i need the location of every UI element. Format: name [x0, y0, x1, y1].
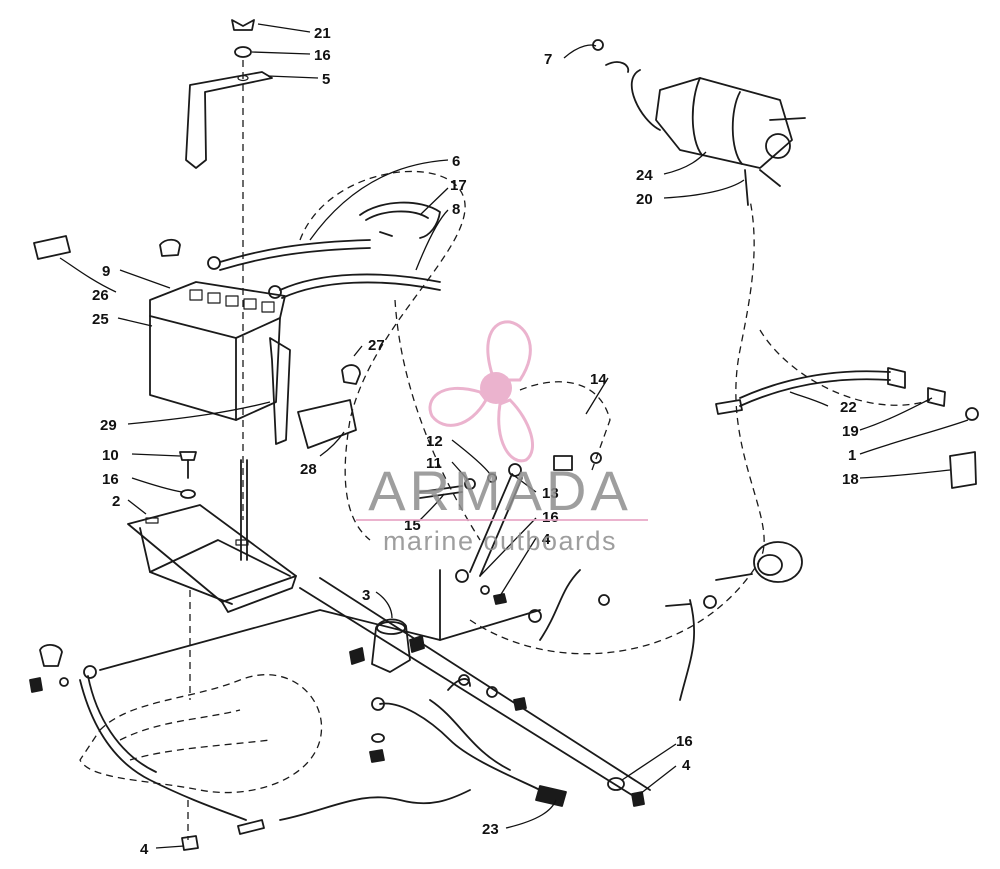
label-16-mid: 16: [542, 509, 559, 526]
label-20: 20: [636, 191, 653, 208]
nut-part-4-lower: [631, 791, 645, 807]
label-1: 1: [848, 447, 856, 464]
battery-cable-part-6: [207, 239, 371, 271]
propeller-blade-top: [486, 320, 532, 382]
clamp-part-27: [341, 364, 361, 385]
fasteners-11-12-13-15: [419, 463, 523, 605]
label-18: 18: [842, 471, 859, 488]
pad-part-28: [297, 399, 357, 449]
label-21: 21: [314, 25, 331, 42]
watermark-brand: ARMADA: [368, 459, 632, 522]
label-9: 9: [102, 263, 110, 280]
line-art: [29, 19, 979, 851]
label-19: 19: [842, 423, 859, 440]
battery-bracket-part-5: [185, 71, 273, 169]
battery-cable-part-8: [268, 273, 441, 299]
cable-part-22: [715, 367, 906, 415]
switch-part-19: [927, 387, 946, 407]
spacer-part-14: [553, 455, 573, 471]
plate-part-18: [949, 451, 977, 489]
propeller-hub: [480, 372, 512, 404]
label-11: 11: [426, 455, 442, 472]
terminal-cap-part-9: [159, 238, 181, 257]
label-3: 3: [362, 587, 370, 604]
propeller-blade-left: [428, 386, 488, 427]
label-5: 5: [322, 71, 330, 88]
decal-part-26: [33, 235, 71, 260]
label-22: 22: [840, 399, 857, 416]
label-4-mid: 4: [542, 531, 551, 548]
watermark-tagline: marine outboards: [383, 526, 617, 556]
wire-harness-part-23: [279, 678, 567, 821]
strap-part-29: [269, 337, 291, 445]
label-14: 14: [590, 371, 607, 388]
nut-part-4-bottom: [181, 835, 199, 851]
label-23: 23: [482, 821, 499, 838]
label-16-bottom: 16: [676, 733, 693, 750]
label-10: 10: [102, 447, 119, 464]
leader-lines: [59, 23, 969, 849]
battery-part-25: [149, 281, 286, 421]
label-16-left: 16: [102, 471, 119, 488]
watermark: ARMADA marine outboards: [356, 320, 648, 556]
wing-nut-part-21: [231, 19, 255, 31]
solenoid-part-3: [349, 569, 441, 673]
label-17: 17: [450, 177, 467, 194]
propeller-blade-right: [497, 398, 535, 463]
bolt-part-10: [179, 451, 197, 479]
label-24: 24: [636, 167, 653, 184]
label-15: 15: [404, 517, 421, 534]
label-28: 28: [300, 461, 317, 478]
washer-part-16-lower: [607, 777, 625, 791]
label-7: 7: [544, 51, 552, 68]
engine-outline: [79, 674, 323, 794]
label-4-bottom-left: 4: [140, 841, 149, 858]
washer-part-16: [234, 46, 252, 58]
cable-strap-part-17: [359, 201, 441, 239]
label-26: 26: [92, 287, 109, 304]
label-12: 12: [426, 433, 443, 450]
label-27: 27: [368, 337, 385, 354]
battery-tray-part-2: [127, 504, 297, 613]
label-4-bottom-right: 4: [682, 757, 691, 774]
part-labels: 21 16 5 7 6 17 8 24 20 9 26 25 27 14 22 …: [92, 25, 859, 858]
label-13: 13: [542, 485, 559, 502]
label-6: 6: [452, 153, 460, 170]
propeller-logo-icon: [428, 320, 535, 463]
label-8: 8: [452, 201, 460, 218]
label-16-top: 16: [314, 47, 331, 64]
label-2: 2: [112, 493, 120, 510]
horn: [715, 541, 803, 583]
starter-motor-part-24: [630, 69, 806, 187]
label-25: 25: [92, 311, 109, 328]
label-29: 29: [100, 417, 117, 434]
nut-part-1: [965, 407, 979, 421]
